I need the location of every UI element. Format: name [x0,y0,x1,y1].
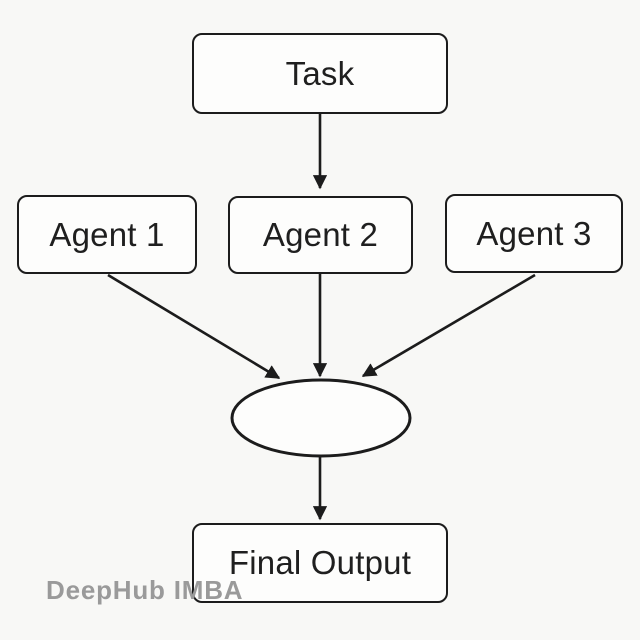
node-agent-3-label: Agent 3 [476,214,592,252]
node-task: Task [192,33,448,114]
node-final-output: Final Output [192,523,448,603]
node-agent-1-label: Agent 1 [49,215,165,253]
node-task-label: Task [285,54,355,92]
node-aggregator-ellipse [230,378,412,458]
node-agent-2: Agent 2 [228,196,413,274]
edge-agent1-to-aggregator [107,273,281,380]
node-agent-1: Agent 1 [17,195,197,274]
node-agent-2-label: Agent 2 [262,216,379,253]
watermark: DeepHub IMBA [46,575,244,605]
node-final-output-label: Final Output [228,544,412,581]
node-agent-3: Agent 3 [445,194,623,273]
edge-agent3-to-aggregator [361,273,536,378]
